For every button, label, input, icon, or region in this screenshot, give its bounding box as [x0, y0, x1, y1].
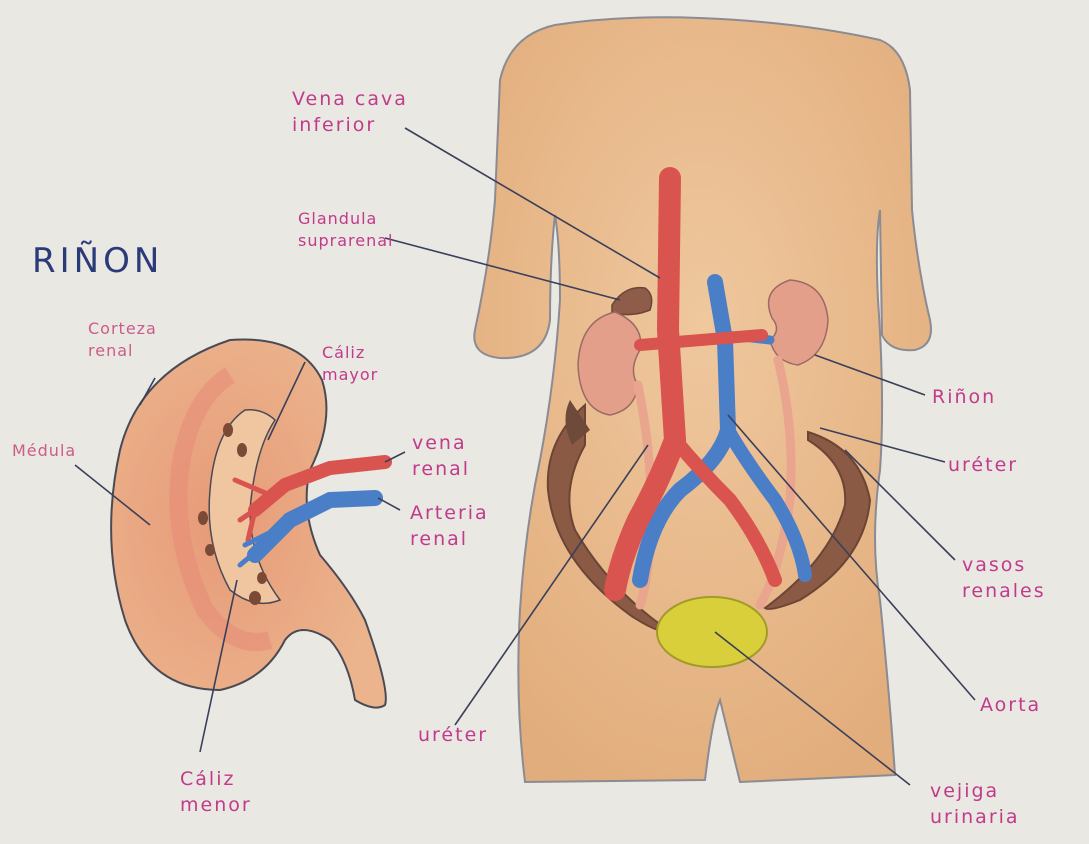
body-bladder [657, 597, 767, 667]
label-aorta: Aorta [980, 692, 1041, 718]
label-medula: Médula [12, 440, 76, 462]
label-rinon: Riñon [932, 384, 996, 410]
kidney-detail [111, 340, 386, 708]
label-vena-cava-inferior: Vena cava inferior [292, 86, 408, 138]
kidney-title: RIÑON [32, 248, 163, 274]
label-caliz-menor: Cáliz menor [180, 766, 252, 818]
label-corteza-renal: Corteza renal [88, 318, 157, 362]
label-arteria-renal: Arteria renal [410, 500, 489, 552]
label-ureter-left: uréter [418, 722, 488, 748]
label-vena-renal: vena renal [412, 430, 470, 482]
label-vejiga-urinaria: vejiga urinaria [930, 778, 1020, 830]
label-ureter-right: uréter [948, 452, 1018, 478]
label-vasos-renales: vasos renales [962, 552, 1046, 604]
label-caliz-mayor: Cáliz mayor [322, 342, 378, 386]
label-glandula-suprarenal: Glandula suprarenal [298, 208, 393, 252]
